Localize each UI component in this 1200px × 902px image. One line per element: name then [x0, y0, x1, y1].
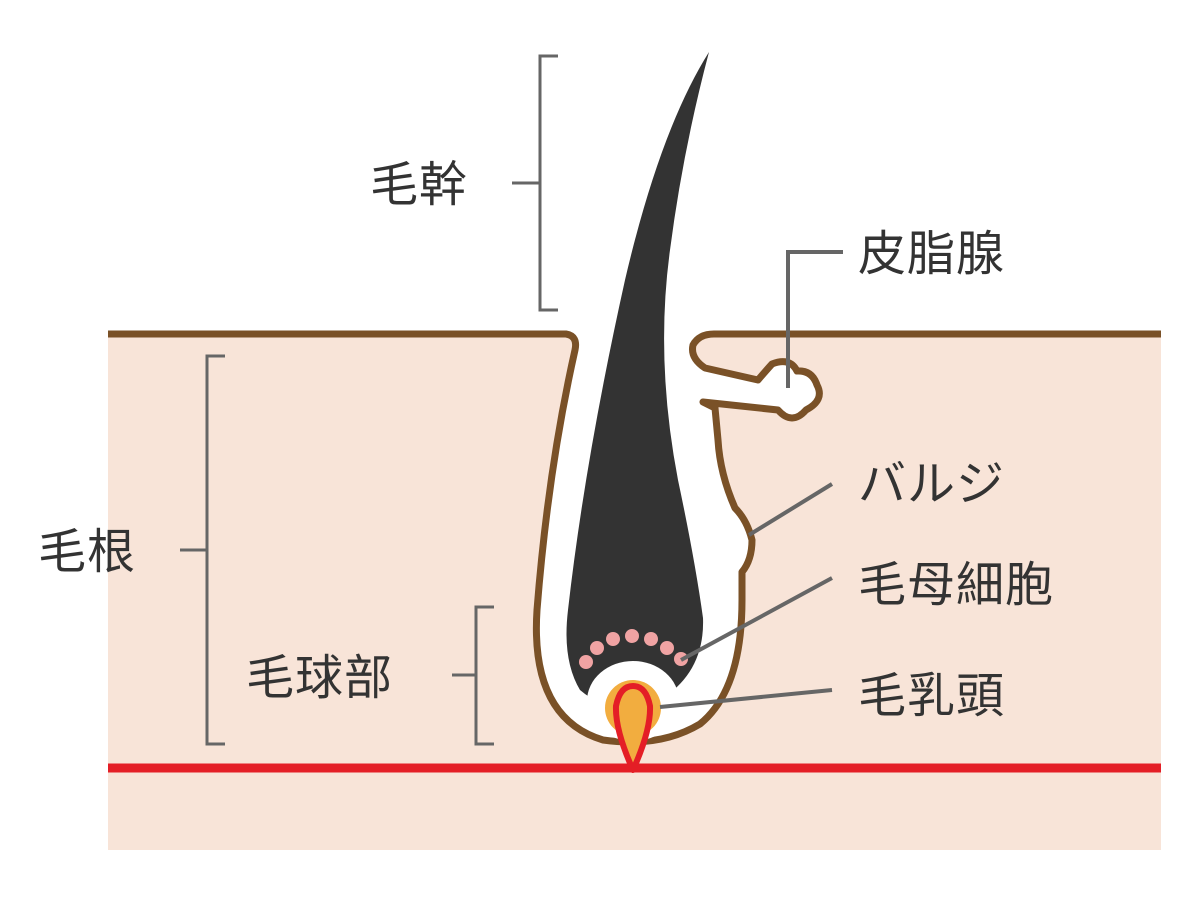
matrix-dot	[660, 641, 674, 655]
bulge-leader	[747, 482, 834, 537]
hair	[566, 52, 709, 708]
sebaceous-gland-label: 皮脂腺	[858, 226, 1005, 282]
dermal-papilla-label: 毛乳頭	[858, 668, 1005, 724]
matrix-leader	[680, 576, 833, 662]
hair-shaft-bracket	[512, 54, 558, 312]
brackets	[180, 54, 558, 746]
hair-shaft-label: 毛幹	[370, 157, 468, 213]
sebaceous-gland	[774, 375, 806, 407]
sebaceous-leader	[786, 250, 843, 388]
matrix-dot	[590, 641, 604, 655]
hair-matrix-cells-label: 毛母細胞	[858, 557, 1054, 613]
matrix-dot	[625, 629, 639, 643]
bulge-label: バルジ	[858, 456, 1005, 512]
matrix-dot	[644, 632, 658, 646]
hair-bulb-bracket	[452, 605, 494, 746]
matrix-dot	[579, 655, 593, 669]
leader-lines	[659, 250, 843, 709]
hair-bulb-label: 毛球部	[246, 650, 393, 706]
hair-root-label: 毛根	[38, 524, 136, 580]
matrix-dot	[606, 632, 620, 646]
papilla-capillary	[612, 683, 654, 773]
hair-root-bracket	[180, 354, 225, 746]
matrix-dots	[579, 629, 688, 669]
papilla-leader	[659, 688, 833, 709]
